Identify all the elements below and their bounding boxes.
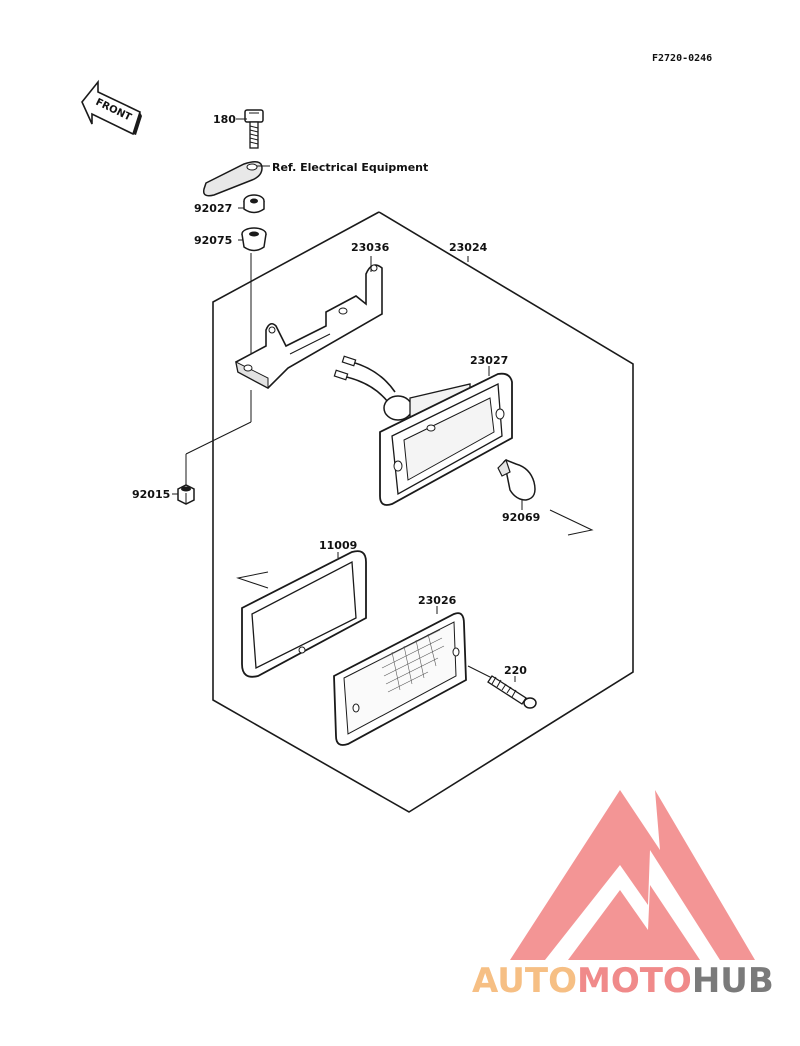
front-arrow-icon: FRONT bbox=[81, 79, 142, 136]
label-92027: 92027 bbox=[194, 202, 232, 215]
bulb-92069 bbox=[497, 458, 536, 501]
label-23026: 23026 bbox=[418, 594, 457, 607]
label-23036: 23036 bbox=[351, 241, 390, 254]
watermark-logo bbox=[510, 790, 755, 960]
svg-text:AUTOMOTOHUB: AUTOMOTOHUB bbox=[472, 961, 774, 1001]
watermark-part-auto: AUTO bbox=[472, 961, 577, 1001]
label-92069: 92069 bbox=[502, 511, 540, 524]
arrow-right-icon bbox=[549, 509, 594, 536]
bracket-23036 bbox=[235, 264, 383, 389]
wire-leads bbox=[333, 355, 396, 403]
grommet-92075 bbox=[241, 227, 267, 252]
label-180: 180 bbox=[213, 113, 236, 126]
watermark-part-hub: HUB bbox=[692, 961, 774, 1001]
lens-23026 bbox=[333, 612, 467, 746]
bolt-180 bbox=[244, 109, 264, 149]
watermark-part-moto: MOTO bbox=[577, 961, 692, 1001]
label-23027: 23027 bbox=[470, 354, 508, 367]
label-92015: 92015 bbox=[132, 488, 170, 501]
label-23024: 23024 bbox=[449, 241, 488, 254]
arrow-left-icon bbox=[236, 571, 269, 589]
assembly-outline bbox=[212, 211, 634, 813]
label-11009: 11009 bbox=[319, 539, 357, 552]
ground-terminal bbox=[202, 161, 263, 197]
label-92075: 92075 bbox=[194, 234, 232, 247]
screw-220 bbox=[467, 665, 537, 709]
lamp-housing-23027 bbox=[379, 372, 513, 506]
nut-92015 bbox=[177, 484, 195, 505]
figure-code: F2720-0246 bbox=[652, 53, 712, 64]
label-220: 220 bbox=[504, 664, 527, 677]
gasket-11009 bbox=[241, 550, 367, 678]
ref-note: Ref. Electrical Equipment bbox=[272, 161, 428, 174]
washer-92027 bbox=[243, 194, 265, 214]
watermark-text: AUTOMOTOHUB bbox=[472, 961, 774, 1001]
